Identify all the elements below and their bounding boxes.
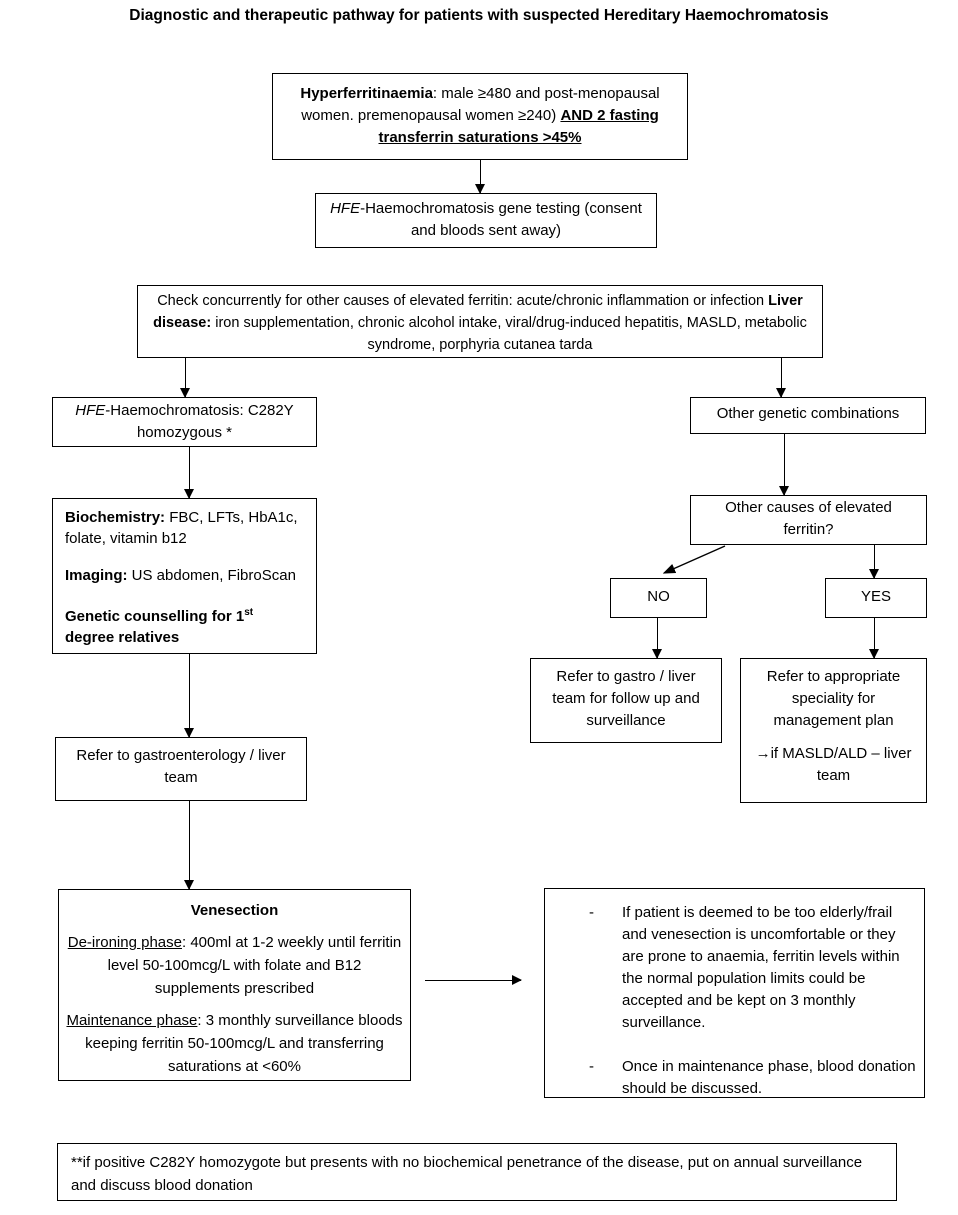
- refer-speciality-line2: →if MASLD/ALD – liver team: [755, 745, 912, 784]
- elderly-note-bullet-1-text: If patient is deemed to be too elderly/f…: [622, 904, 900, 1031]
- hyperferritinaemia-emphasis: AND 2 fasting transferrin saturations >4…: [378, 107, 659, 146]
- bullet-dash: -: [589, 904, 594, 921]
- other-causes-text: Other causes of elevated ferritin?: [725, 499, 892, 538]
- other-genetic-text: Other genetic combinations: [716, 405, 900, 422]
- venesection-box: Venesection De-ironing phase: 400ml at 1…: [58, 889, 411, 1081]
- refer-gastroenterology-box: Refer to gastroenterology / liver team: [55, 737, 307, 801]
- refer-gastro-surveillance-box: Refer to gastro / liver team for follow …: [530, 658, 722, 743]
- arrow-venesection-to-elderly-note: [425, 975, 522, 985]
- arrow-gastroenterology-to-venesection: [184, 801, 194, 890]
- page-title: Diagnostic and therapeutic pathway for p…: [129, 7, 829, 24]
- deironing-phase-label: De-ironing phase: [67, 934, 182, 951]
- genetic-counselling-post: degree relatives: [65, 629, 180, 646]
- footnote-text: **if positive C282Y homozygote but prese…: [71, 1154, 863, 1194]
- decision-yes-label: YES: [860, 588, 891, 605]
- elderly-note-bullet-1: - If patient is deemed to be too elderly…: [545, 902, 916, 1034]
- maintenance-phase-label: Maintenance phase: [66, 1012, 198, 1029]
- arrow-other-genetic-to-other-causes: [779, 434, 789, 496]
- c282y-gene: HFE: [75, 402, 106, 419]
- elderly-note-bullet-2: - Once in maintenance phase, blood donat…: [545, 1056, 916, 1100]
- hyperferritinaemia-criteria: : male ≥480 and post-menopausal women. p…: [301, 85, 660, 124]
- gene-testing-text: -Haemochromatosis gene testing (consent …: [360, 200, 642, 239]
- concurrent-check-liver-label: Liver disease:: [153, 293, 803, 331]
- refer-gastro-text: Refer to gastro / liver team for follow …: [552, 668, 700, 729]
- imaging-label: Imaging:: [65, 567, 128, 584]
- c282y-homozygous-box: HFE-Haemochromatosis: C282Y homozygous *: [52, 397, 317, 447]
- refer-speciality-line1: Refer to appropriate speciality for mana…: [766, 668, 901, 729]
- footnote-box: **if positive C282Y homozygote but prese…: [57, 1143, 897, 1201]
- hyperferritinaemia-term: Hyperferritinaemia: [300, 85, 433, 102]
- arrow-other-causes-to-no: [662, 545, 726, 574]
- decision-no-box: NO: [610, 578, 707, 618]
- arrow-c282y-to-biochemistry: [184, 447, 194, 499]
- genetic-counselling-pre: Genetic counselling for 1: [65, 608, 245, 625]
- maintenance-phase-text: : 3 monthly surveillance bloods keeping …: [85, 1012, 403, 1075]
- arrow-other-causes-to-yes: [869, 545, 879, 579]
- decision-no-label: NO: [647, 588, 670, 605]
- hyperferritinaemia-box: Hyperferritinaemia: male ≥480 and post-m…: [272, 73, 688, 160]
- arrow-check-to-other-genetic: [776, 358, 786, 398]
- biochemistry-label: Biochemistry:: [65, 509, 166, 526]
- arrow-biochemistry-to-gastroenterology: [184, 654, 194, 738]
- imaging-text: US abdomen, FibroScan: [127, 567, 296, 584]
- elderly-note-bullet-2-text: Once in maintenance phase, blood donatio…: [622, 1058, 916, 1097]
- other-causes-question-box: Other causes of elevated ferritin?: [690, 495, 927, 545]
- biochemistry-text: FBC, LFTs, HbA1c, folate, vitamin b12: [65, 509, 298, 547]
- c282y-text: -Haemochromatosis: C282Y homozygous *: [105, 402, 294, 441]
- elderly-frail-note-box: - If patient is deemed to be too elderly…: [544, 888, 925, 1098]
- deironing-phase-text: : 400ml at 1-2 weekly until ferritin lev…: [107, 934, 402, 997]
- bullet-dash: -: [589, 1058, 594, 1075]
- other-genetic-combinations-box: Other genetic combinations: [690, 397, 926, 434]
- arrow-check-to-c282y: [180, 358, 190, 398]
- arrow-no-to-refer-gastro: [652, 618, 662, 659]
- refer-gastroenterology-text: Refer to gastroenterology / liver team: [76, 747, 286, 786]
- refer-speciality-box: Refer to appropriate speciality for mana…: [740, 658, 927, 803]
- arrow-hyperferritinaemia-to-gene-testing: [475, 160, 485, 194]
- decision-yes-box: YES: [825, 578, 927, 618]
- arrow-yes-to-refer-speciality: [869, 618, 879, 659]
- gene-testing-gene: HFE: [330, 200, 361, 217]
- gene-testing-box: HFE-Haemochromatosis gene testing (conse…: [315, 193, 657, 248]
- concurrent-check-line1: Check concurrently for other causes of e…: [157, 293, 765, 309]
- concurrent-check-liver-text: iron supplementation, chronic alcohol in…: [211, 315, 807, 353]
- venesection-heading: Venesection: [190, 902, 279, 919]
- biochemistry-workup-box: Biochemistry: FBC, LFTs, HbA1c, folate, …: [52, 498, 317, 654]
- concurrent-check-box: Check concurrently for other causes of e…: [137, 285, 823, 358]
- genetic-counselling-ordinal: st: [244, 607, 254, 618]
